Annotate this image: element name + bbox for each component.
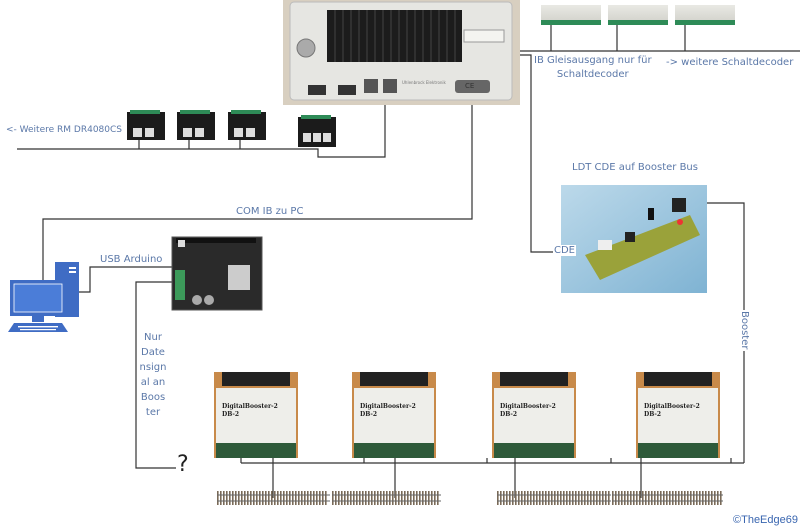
computer-icon [8,262,79,332]
svg-text:DigitalBooster-2: DigitalBooster-2 [644,403,700,410]
svg-text:DB-2: DB-2 [644,411,661,418]
arduino-image [171,236,263,311]
track-feeders [272,458,642,498]
svg-text:DB-2: DB-2 [500,411,517,418]
track-images [217,491,723,505]
svg-text:DigitalBooster-2: DigitalBooster-2 [222,403,278,410]
booster-line [706,202,745,463]
booster-images: DigitalBooster-2 DB-2 DigitalBooster-2 D… [214,372,720,458]
svg-text:Uhlenbrock Elektronik: Uhlenbrock Elektronik [402,80,447,85]
booster-db2: DigitalBooster-2 DB-2 [214,372,298,458]
data-signal-label: Nur Date nsign al an Boos ter [139,332,167,418]
data-signal-line [135,281,176,469]
ldt-cde-label: LDT CDE auf Booster Bus [572,162,698,173]
booster-db2: DigitalBooster-2 DB-2 [492,372,576,458]
cde-board-image [561,185,707,293]
central-station-image: Uhlenbrock Elektronik CE [283,0,520,105]
track-segment [332,491,441,505]
question-mark: ? [177,452,189,477]
svg-text:DigitalBooster-2: DigitalBooster-2 [500,403,556,410]
more-switch-decoders-label: -> weitere Schaltdecoder [666,57,794,68]
feedback-module [228,110,266,140]
usb-arduino-label: USB Arduino [100,254,163,265]
feedback-module [298,115,336,147]
switch-decoder [608,5,668,25]
track-segment [217,491,330,505]
cde-line [510,54,560,253]
feedback-module [177,110,215,140]
com-line [42,88,473,285]
com-ib-pc-label: COM IB zu PC [236,206,304,217]
cde-label: CDE [553,245,577,256]
switch-decoder [541,5,601,25]
track-segment [497,491,611,505]
feedback-bus [17,90,386,158]
svg-text:DB-2: DB-2 [222,411,239,418]
svg-text:CE: CE [465,82,474,90]
svg-text:DB-2: DB-2 [360,411,377,418]
copyright-label: ©TheEdge69 [733,514,798,526]
switch-decoder-drops [550,25,686,51]
svg-text:DigitalBooster-2: DigitalBooster-2 [360,403,416,410]
feedback-module [127,110,165,140]
booster-db2: DigitalBooster-2 DB-2 [636,372,720,458]
booster-label: Booster [739,310,750,351]
switch-decoder [675,5,735,25]
feedback-module-images [127,110,336,147]
usb-line [70,266,172,293]
more-feedback-modules-label: <- Weitere RM DR4080CS [6,125,122,135]
track-segment [612,491,723,505]
switch-decoder-images [541,5,735,25]
ib-track-output-label: IB Gleisausgang nur für Schaltdecoder [534,55,652,80]
booster-db2: DigitalBooster-2 DB-2 [352,372,436,458]
